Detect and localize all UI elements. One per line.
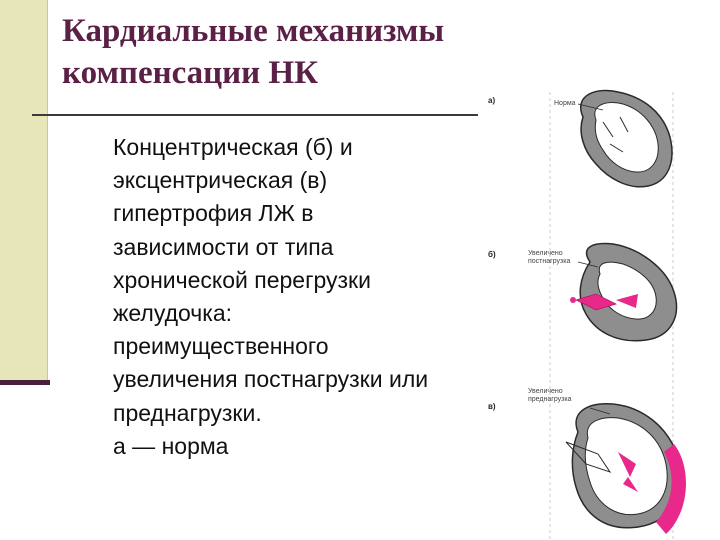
decorative-side-rule [0,380,50,385]
body-line-4: зависимости от типа [113,231,533,264]
panel-b-label: б) [488,250,496,259]
panel-b-note-1: Увеличено [528,250,563,258]
heart-diagrams [478,82,720,540]
title-line-2: компенсации НК [62,52,542,94]
slide-title: Кардиальные механизмы компенсации НК [62,10,542,94]
heart-eccentric-diagram [566,404,686,534]
title-line-1: Кардиальные механизмы [62,10,542,52]
panel-c-note-2: преднагрузка [528,396,571,404]
panel-a-label: а) [488,96,495,105]
body-line-6: желудочка: [113,297,533,330]
panel-b-note-2: постнагрузка [528,258,570,266]
heart-normal-diagram [578,90,672,186]
body-line-2: эксцентрическая (в) [113,164,533,197]
body-line-10: а — норма [113,430,533,463]
body-line-9: преднагрузки. [113,397,533,430]
heart-hypertrophy-figure: а) Норма б) Увеличено постнагрузка в) Ув… [478,82,720,540]
body-line-5: хронической перегрузки [113,264,533,297]
body-line-7: преимущественного [113,330,533,363]
body-line-1: Концентрическая (б) и [113,131,533,164]
body-line-8: увеличения постнагрузки или [113,363,533,396]
panel-c-label: в) [488,402,496,411]
title-divider [32,114,482,116]
heart-concentric-diagram [570,244,676,341]
slide-body-text: Концентрическая (б) и эксцентрическая (в… [113,131,533,463]
decorative-side-bar [0,0,48,383]
body-line-3: гипертрофия ЛЖ в [113,197,533,230]
panel-a-note: Норма [554,100,576,108]
panel-c-note-1: Увеличено [528,388,563,396]
